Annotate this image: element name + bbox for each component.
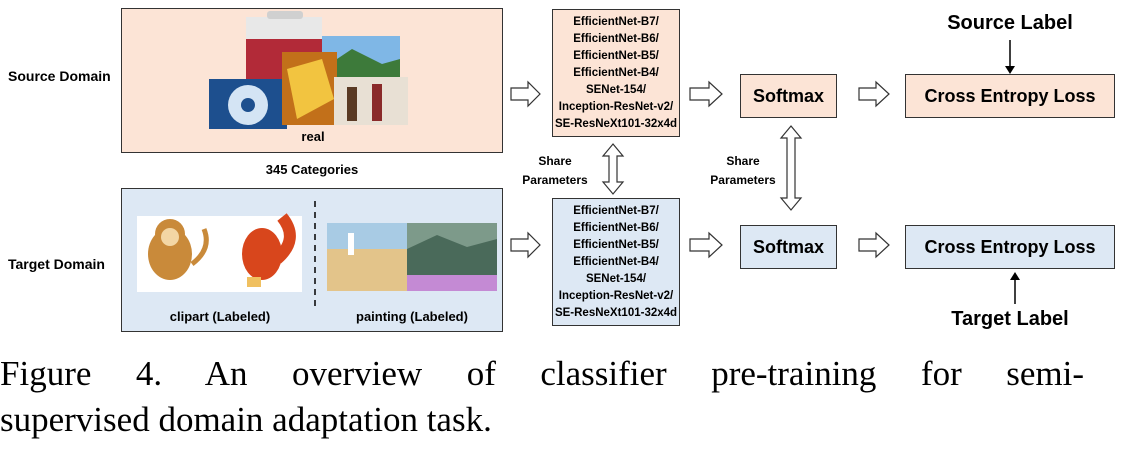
clipart-caption: clipart (Labeled) [169,309,271,324]
network-line: EfficientNet-B5/ [573,49,659,62]
target-domain-label: Target Domain [8,256,105,272]
target-image-panel: clipart (Labeled) painting (Labeled) [121,188,503,332]
network-line: EfficientNet-B6/ [573,221,659,234]
network-line: Inception-ResNet-v2/ [558,100,674,113]
arrow-right-icon [510,231,541,259]
source-domain-label: Source Domain [8,68,111,84]
network-line: EfficientNet-B5/ [573,238,659,251]
network-line: EfficientNet-B4/ [573,255,659,268]
network-line: SE-ResNeXt101-32x4d [554,117,678,130]
source-image-panel: real [121,8,503,153]
arrow-right-icon [858,80,890,108]
network-line: Inception-ResNet-v2/ [558,289,674,302]
target-label: Target Label [951,308,1069,330]
real-images-collage [209,11,408,129]
painting-caption: painting (Labeled) [356,309,468,324]
arrow-right-icon [689,80,723,108]
arrow-down-icon [1005,66,1015,74]
source-softmax-box: Softmax [740,74,837,118]
source-label: Source Label [947,12,1073,34]
network-line: SE-ResNeXt101-32x4d [554,306,678,319]
network-line: EfficientNet-B6/ [573,32,659,45]
categories-label: 345 Categories [265,162,359,177]
target-images-collage [137,201,497,307]
network-line: SENet-154/ [585,272,647,285]
figure-caption-line1: Figure 4. An overview of classifier pre-… [0,354,1084,393]
arrow-right-icon [510,80,541,108]
target-loss-box: Cross Entropy Loss [905,225,1115,269]
network-line: EfficientNet-B7/ [573,15,659,28]
figure-caption-line2: supervised domain adaptation task. [0,400,492,439]
source-loss-box: Cross Entropy Loss [905,74,1115,118]
real-caption: real [301,129,325,144]
double-arrow-icon [601,143,625,195]
arrow-right-icon [689,231,723,259]
network-line: EfficientNet-B4/ [573,66,659,79]
arrow-right-icon [858,231,890,259]
target-network-box: EfficientNet-B7/ EfficientNet-B6/ Effici… [552,198,680,326]
arrow-up-icon [1010,272,1020,280]
network-line: SENet-154/ [585,83,647,96]
network-line: EfficientNet-B7/ [573,204,659,217]
source-network-box: EfficientNet-B7/ EfficientNet-B6/ Effici… [552,9,680,137]
double-arrow-icon [779,125,803,211]
target-softmax-box: Softmax [740,225,837,269]
